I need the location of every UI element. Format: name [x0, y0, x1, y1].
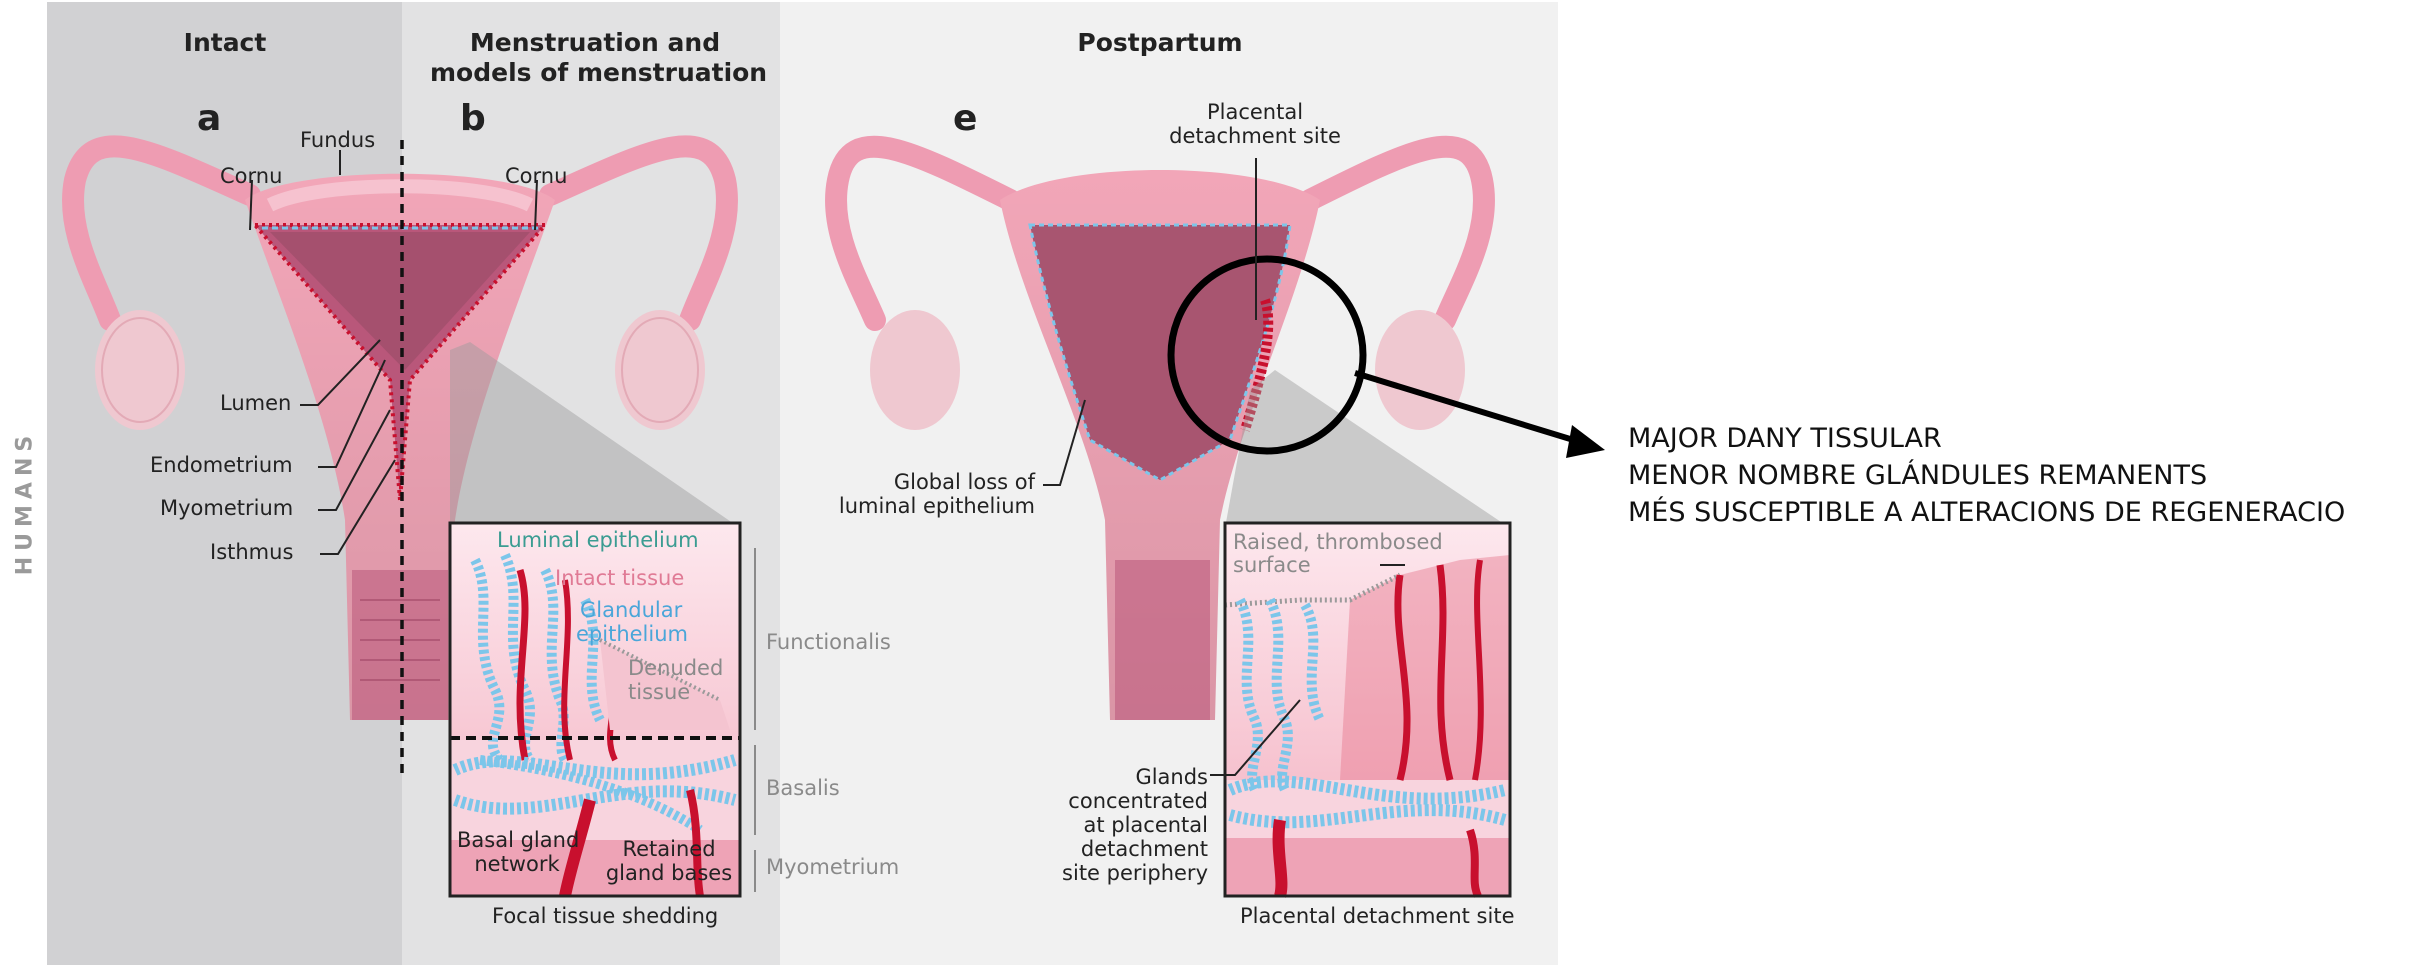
header-menstruation-line2: models of menstruation: [430, 58, 760, 88]
label-glands-5: site periphery: [1058, 861, 1208, 885]
label-lumen: Lumen: [220, 391, 291, 415]
label-luminal-epithelium: Luminal epithelium: [497, 528, 699, 552]
label-retained-2: gland bases: [604, 861, 734, 885]
side-label-text: HUMANS: [13, 423, 38, 583]
panel-letter-b: b: [460, 98, 486, 139]
label-basal-gland-1: Basal gland: [457, 828, 577, 852]
panel-letter-e: e: [953, 98, 977, 139]
header-menstruation-line1: Menstruation and: [430, 28, 760, 58]
label-global-loss-2: luminal epithelium: [795, 494, 1035, 518]
label-raised-1: Raised, thrombosed: [1233, 530, 1443, 554]
header-postpartum: Postpartum: [1050, 28, 1270, 58]
label-isthmus: Isthmus: [210, 540, 293, 564]
side-label: HUMANS: [5, 420, 45, 580]
caption-placental-detachment-site: Placental detachment site: [1240, 904, 1515, 928]
label-fundus: Fundus: [300, 128, 375, 152]
inset-e: [1225, 523, 1510, 896]
label-placental-2: detachment site: [1160, 124, 1350, 148]
annotation-block: MAJOR DANY TISSULAR MENOR NOMBRE GLÁNDUL…: [1628, 420, 2345, 531]
label-endometrium: Endometrium: [150, 453, 293, 477]
label-functionalis: Functionalis: [766, 630, 891, 654]
label-basalis: Basalis: [766, 776, 840, 800]
panel-letter-a: a: [197, 98, 221, 139]
label-global-loss-1: Global loss of: [815, 470, 1035, 494]
label-glands-1: Glands: [1058, 765, 1208, 789]
label-cornu-a: Cornu: [220, 164, 282, 188]
caption-focal-tissue-shedding: Focal tissue shedding: [492, 904, 718, 928]
label-basal-gland-2: network: [457, 852, 577, 876]
label-glandular-1: Glandular: [580, 598, 682, 622]
label-glands-2: concentrated: [1058, 789, 1208, 813]
label-intact-tissue: Intact tissue: [555, 566, 684, 590]
label-myometrium: Myometrium: [160, 496, 293, 520]
label-myometrium-layer: Myometrium: [766, 855, 899, 879]
annotation-line-1: MAJOR DANY TISSULAR: [1628, 420, 2345, 457]
label-glands-4: detachment: [1058, 837, 1208, 861]
annotation-line-3: MÉS SUSCEPTIBLE A ALTERACIONS DE REGENER…: [1628, 494, 2345, 531]
annotation-arrow-head: [1566, 425, 1605, 458]
label-glandular-2: epithelium: [576, 622, 688, 646]
label-glands-3: at placental: [1058, 813, 1208, 837]
label-denuded-1: Denuded: [628, 656, 723, 680]
label-raised-2: surface: [1233, 553, 1311, 577]
label-denuded-2: tissue: [628, 680, 690, 704]
label-placental-1: Placental: [1160, 100, 1350, 124]
annotation-line-2: MENOR NOMBRE GLÁNDULES REMANENTS: [1628, 457, 2345, 494]
label-cornu-b: Cornu: [505, 164, 567, 188]
header-intact: Intact: [140, 28, 310, 58]
label-retained-1: Retained: [604, 837, 734, 861]
